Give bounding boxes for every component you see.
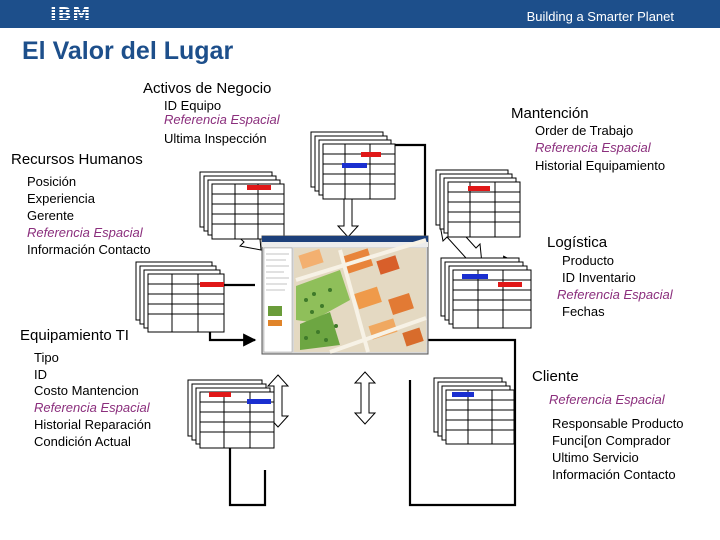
recursos-item-posicion: Posición [27,174,77,189]
logistica-item-producto: Producto [562,253,615,268]
recursos-item-gerente: Gerente [27,208,74,223]
table-stack-recursos [199,171,285,240]
equipamiento-item-historial: Historial Reparación [34,417,152,432]
mantencion-item-orden: Order de Trabajo [535,123,634,138]
logistica-item-ref: Referencia Espacial [557,287,673,302]
mantencion-heading: Mantención [511,105,589,122]
table-stack-left-mid [135,261,225,333]
equipamiento-item-costo: Costo Mantencion [34,383,139,398]
logistica-item-inventario: ID Inventario [562,270,636,285]
equipamiento-item-id: ID [34,367,47,382]
table-stack-equipamiento [187,379,275,449]
recursos-heading: Recursos Humanos [11,151,143,168]
logistica-heading: Logística [547,234,608,251]
equipamiento-item-tipo: Tipo [34,350,59,365]
header-tagline: Building a Smarter Planet [526,9,674,24]
double-arrow-bottom-right [353,371,377,425]
gis-map-window [261,235,429,355]
table-stack-logistica [440,257,532,329]
ibm-logo: IBM [50,4,92,25]
cliente-item-servicio: Ultimo Servicio [552,450,639,465]
connector-map-cliente [408,338,517,507]
equipamiento-item-condicion: Condición Actual [34,434,131,449]
activos-heading: Activos de Negocio [143,80,272,97]
equipamiento-heading: Equipamiento TI [20,327,129,344]
mantencion-item-historial: Historial Equipamiento [535,158,666,173]
recursos-item-contacto: Información Contacto [27,242,151,257]
table-stack-mantencion [435,169,521,238]
equipamiento-item-ref: Referencia Espacial [34,400,150,415]
activos-item-id: ID Equipo [164,98,222,113]
table-stack-activos [310,131,396,200]
logistica-item-fechas: Fechas [562,304,605,319]
cliente-item-funcion: Funci[on Comprador [552,433,671,448]
activos-item-inspeccion: Ultima Inspección [164,131,267,146]
cliente-heading: Cliente [532,368,579,385]
recursos-item-experiencia: Experiencia [27,191,95,206]
cliente-item-ref: Referencia Espacial [549,392,665,407]
activos-item-ref: Referencia Espacial [164,112,280,127]
header-bar: IBM Building a Smarter Planet [0,0,720,28]
double-arrow-bottom-left [266,374,290,428]
page-title: El Valor del Lugar [22,37,234,65]
cliente-item-contacto: Información Contacto [552,467,676,482]
table-stack-cliente [433,377,515,445]
recursos-item-ref: Referencia Espacial [27,225,143,240]
mantencion-item-ref: Referencia Espacial [535,140,651,155]
cliente-item-responsable: Responsable Producto [552,416,684,431]
